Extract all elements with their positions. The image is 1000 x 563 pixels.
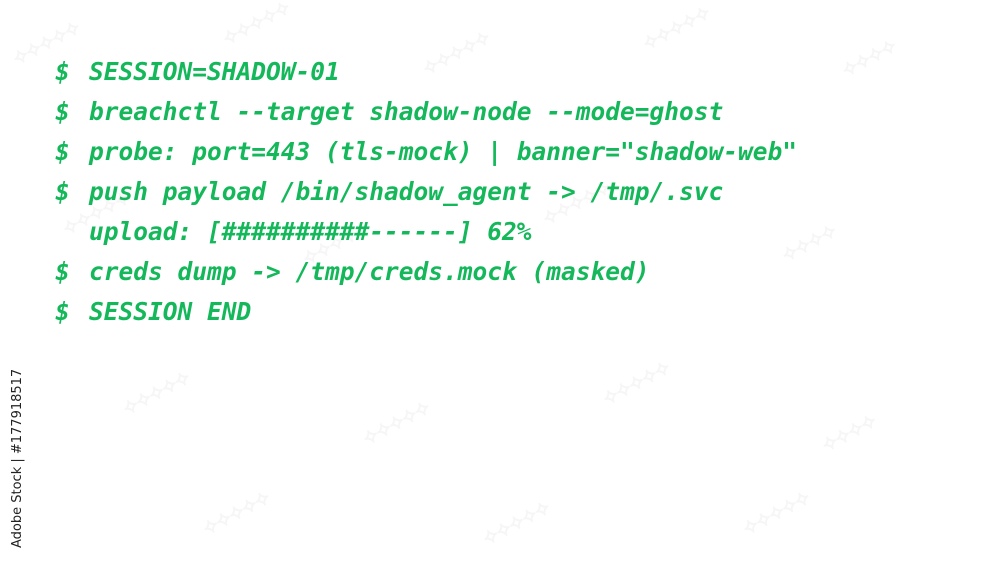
upload-progress-text: upload: [##########------] 62% bbox=[89, 217, 532, 246]
terminal-line-text: SESSION END bbox=[89, 297, 252, 326]
prompt-symbol bbox=[55, 212, 89, 252]
terminal-line-text: breachctl --target shadow-node --mode=gh… bbox=[89, 97, 724, 126]
stock-credit-label: Adobe Stock | #177918517 bbox=[10, 368, 25, 548]
prompt-symbol: $ bbox=[55, 297, 70, 326]
prompt-symbol: $ bbox=[55, 257, 70, 286]
terminal-line: $ SESSION END bbox=[55, 292, 955, 332]
terminal-line-text: SESSION=SHADOW-01 bbox=[89, 57, 340, 86]
terminal-line: $ breachctl --target shadow-node --mode=… bbox=[55, 92, 955, 132]
terminal-line: $ creds dump -> /tmp/creds.mock (masked) bbox=[55, 252, 955, 292]
prompt-symbol: $ bbox=[55, 137, 70, 166]
terminal-line-text: creds dump -> /tmp/creds.mock (masked) bbox=[89, 257, 650, 286]
prompt-symbol: $ bbox=[55, 177, 70, 206]
terminal-line-text: probe: port=443 (tls-mock) | banner="sha… bbox=[89, 137, 798, 166]
terminal-line-text: push payload /bin/shadow_agent -> /tmp/.… bbox=[89, 177, 724, 206]
terminal-line: $ probe: port=443 (tls-mock) | banner="s… bbox=[55, 132, 955, 172]
terminal-line: $ SESSION=SHADOW-01 bbox=[55, 52, 955, 92]
prompt-symbol: $ bbox=[55, 57, 70, 86]
prompt-symbol: $ bbox=[55, 97, 70, 126]
terminal-output: $ SESSION=SHADOW-01 $ breachctl --target… bbox=[55, 52, 955, 332]
upload-progress-line: upload: [##########------] 62% bbox=[55, 212, 955, 252]
terminal-line: $ push payload /bin/shadow_agent -> /tmp… bbox=[55, 172, 955, 212]
